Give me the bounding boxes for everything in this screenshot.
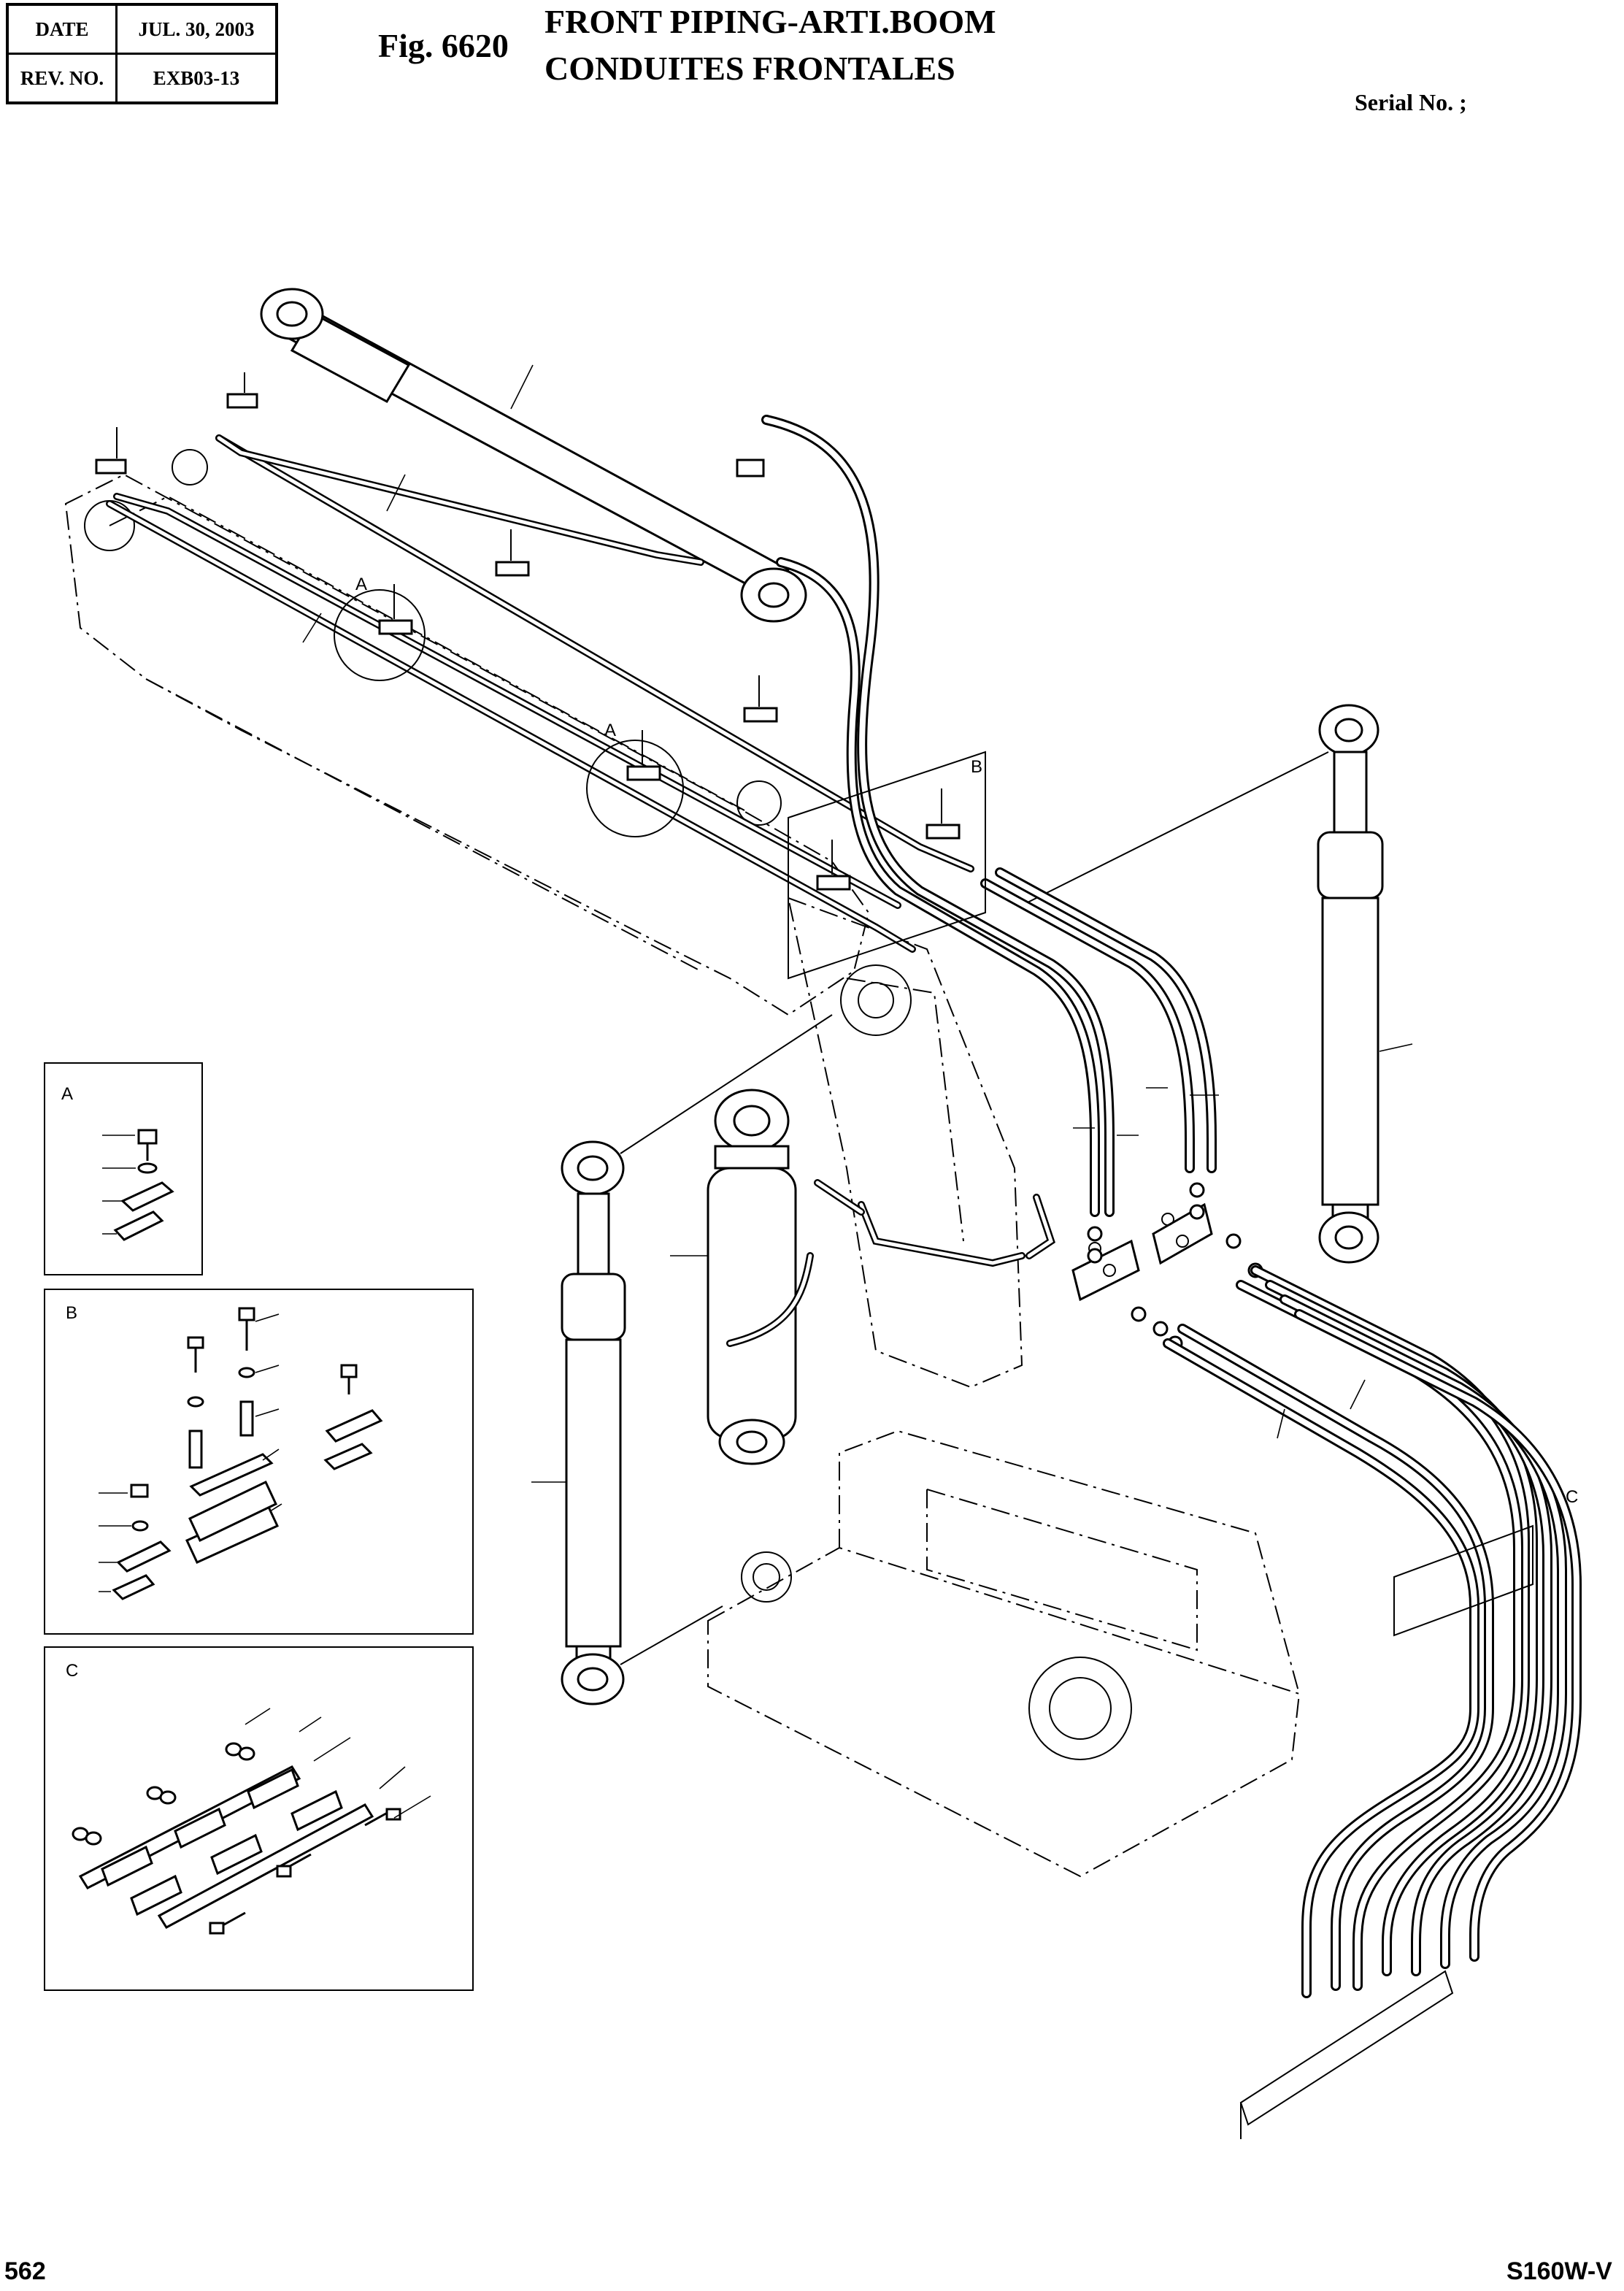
serial-number-label: Serial No. ; [1355,89,1467,115]
detail-box-c: C [44,1646,474,1991]
callout-c: C [1566,1487,1578,1507]
date-value: JUL. 30, 2003 [115,3,278,55]
hose-bundle [1163,1265,1582,2139]
base-bracket-outline [707,1430,1301,1878]
rev-value: EXB03-13 [115,53,278,104]
callout-a-upper: A [355,575,367,594]
detail-c-label: C [66,1661,78,1681]
callout-a-lower: A [604,721,616,740]
revision-block: DATE JUL. 30, 2003 REV. NO. EXB03-13 [6,3,278,104]
date-label: DATE [6,3,118,55]
right-cylinder [1021,704,1413,1264]
manifold-blocks [814,1179,1263,1351]
left-long-cylinder [531,1014,833,1705]
page-number: 562 [4,2257,46,2285]
figure-title: FRONT PIPING-ARTI.BOOM CONDUITES FRONTAL… [544,0,996,92]
figure-number: Fig. 6620 [378,27,509,64]
detail-b-label: B [66,1303,77,1323]
detail-box-b: B [44,1289,474,1635]
center-cylinder [670,1089,814,1465]
rev-label: REV. NO. [6,53,118,104]
title-line-french: CONDUITES FRONTALES [544,50,955,87]
boom-hoses [761,415,1219,1217]
top-boom-cylinder [260,288,807,623]
boom-tubes [106,434,974,953]
detail-a-label: A [61,1084,73,1104]
boom-clamps [95,372,986,980]
callout-b: B [971,757,982,777]
detail-box-a: A [44,1062,203,1275]
title-line-english: FRONT PIPING-ARTI.BOOM [544,3,996,40]
machine-model: S160W-V [1506,2257,1612,2285]
